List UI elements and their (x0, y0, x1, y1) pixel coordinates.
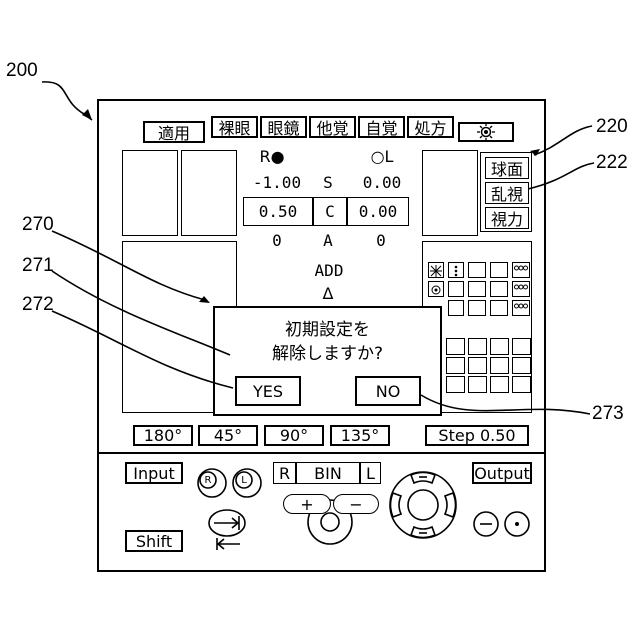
left-eye-image (422, 150, 478, 236)
chart-tile[interactable] (468, 338, 487, 355)
light-button[interactable] (458, 122, 514, 142)
right-eye-indicator[interactable]: R● (252, 146, 292, 166)
s-left-value: 0.00 (350, 172, 414, 192)
ref-200: 200 (6, 60, 38, 82)
chart-tile-circles[interactable] (512, 300, 530, 316)
chart-tile-circles[interactable] (512, 262, 530, 278)
light-icon (460, 124, 512, 140)
chart-tile[interactable] (446, 376, 465, 393)
chart-tile[interactable] (490, 338, 509, 355)
ref-272: 272 (22, 294, 54, 316)
ref-273: 273 (592, 403, 624, 425)
chart-tile[interactable] (512, 338, 531, 355)
tab-prescription[interactable]: 処方 (407, 116, 454, 138)
chart-tile[interactable] (468, 357, 487, 374)
prism-symbol: Δ (316, 283, 340, 303)
right-eye-image-1 (122, 150, 178, 236)
select-bin-button[interactable]: BIN (297, 463, 359, 483)
left-eye-indicator[interactable]: ○L (362, 146, 402, 166)
minus-button[interactable]: − (333, 494, 379, 514)
chart-tile[interactable] (490, 376, 509, 393)
tab-subjective[interactable]: 自覚 (358, 116, 405, 138)
add-label: ADD (306, 260, 352, 280)
plus-button[interactable]: + (283, 494, 331, 514)
ref-271: 271 (22, 255, 54, 277)
ref-220: 220 (596, 116, 628, 138)
tab-naked-eye[interactable]: 裸眼 (211, 116, 258, 138)
select-l-button[interactable]: L (361, 463, 380, 483)
yes-button[interactable]: YES (235, 376, 301, 406)
circles-icon (513, 264, 529, 278)
dots-icon (449, 264, 463, 278)
circles-icon (513, 302, 529, 316)
spherical-button[interactable]: 球面 (485, 157, 529, 179)
select-r-button[interactable]: R (274, 463, 295, 483)
chart-tile[interactable] (490, 262, 508, 278)
chart-tile[interactable] (512, 376, 531, 393)
apply-button[interactable]: 適用 (143, 121, 205, 143)
sun-icon (429, 283, 443, 297)
ref-270: 270 (22, 214, 54, 236)
a-label: A (316, 230, 340, 250)
no-button[interactable]: NO (355, 376, 421, 406)
chart-tile-circles[interactable] (512, 281, 530, 297)
chart-tile[interactable] (512, 357, 531, 374)
chart-tile[interactable] (468, 300, 486, 316)
axis-135-button[interactable]: 135° (330, 425, 390, 446)
chart-tile[interactable] (448, 281, 464, 297)
c-left-value[interactable]: 0.00 (348, 199, 408, 224)
visual-acuity-button[interactable]: 視力 (485, 207, 529, 229)
chart-tile[interactable] (490, 300, 508, 316)
c-label: C (314, 199, 346, 224)
a-left-value: 0 (366, 230, 396, 250)
right-eye-image-2 (181, 150, 237, 236)
dialog-message-line1: 初期設定を (216, 316, 439, 338)
chart-tile-dots[interactable] (448, 262, 464, 278)
panel-divider (97, 452, 546, 454)
chart-tile[interactable] (448, 300, 464, 316)
step-button[interactable]: Step 0.50 (425, 425, 529, 446)
chart-tile[interactable] (490, 281, 508, 297)
chart-tile[interactable] (468, 262, 486, 278)
tab-glasses[interactable]: 眼鏡 (260, 116, 307, 138)
dialog-message-line2: 解除しますか? (216, 340, 439, 362)
chart-tile-sun[interactable] (428, 281, 444, 297)
s-right-value: -1.00 (245, 172, 309, 192)
c-right-value[interactable]: 0.50 (245, 199, 311, 224)
chart-tile[interactable] (468, 376, 487, 393)
a-right-value: 0 (262, 230, 292, 250)
chart-tile[interactable] (446, 338, 465, 355)
axis-90-button[interactable]: 90° (264, 425, 324, 446)
r-eye-button[interactable]: R (201, 473, 215, 487)
s-label: S (316, 172, 340, 192)
chart-tile[interactable] (446, 357, 465, 374)
tab-objective[interactable]: 他覚 (309, 116, 356, 138)
input-button[interactable]: Input (125, 462, 183, 484)
axis-45-button[interactable]: 45° (198, 425, 258, 446)
axis-180-button[interactable]: 180° (133, 425, 193, 446)
circles-icon (513, 283, 529, 297)
output-button[interactable]: Output (472, 462, 532, 484)
chart-tile-star[interactable] (428, 262, 444, 278)
astigmatism-button[interactable]: 乱視 (485, 182, 529, 204)
chart-tile[interactable] (468, 281, 486, 297)
ref-222: 222 (596, 152, 628, 174)
chart-tile[interactable] (490, 357, 509, 374)
shift-button[interactable]: Shift (125, 530, 183, 552)
star-icon (429, 264, 443, 278)
l-eye-button[interactable]: L (237, 473, 251, 487)
